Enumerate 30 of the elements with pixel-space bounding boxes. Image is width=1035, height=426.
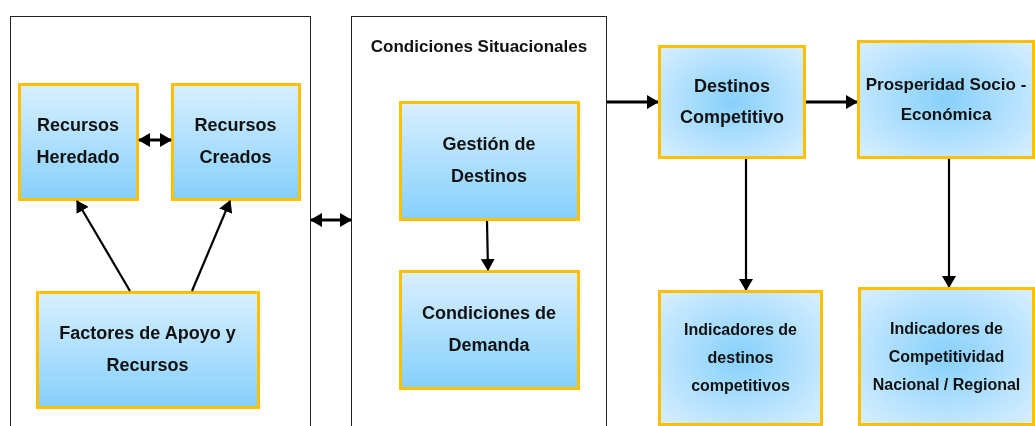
box-label: Factores de Apoyo y Recursos [58,322,237,377]
arrow [806,95,858,109]
process-box [398,100,580,221]
box-label: Indicadores de Competitividad Nacional / Regional [871,318,1022,395]
box-label: Indicadores de destinos competitivos [683,320,798,396]
double-arrow [138,133,172,147]
box-label: Recursos Creados [193,114,278,169]
arrow [739,159,753,291]
box-label: Gestión de Destinos [441,133,537,188]
process-box [398,269,580,390]
panel-heading: Condiciones Situacionales [369,37,589,57]
box-label: Prosperidad Socio - Económica [864,73,1028,126]
arrow [76,200,131,292]
arrow [480,220,495,271]
arrow [191,200,233,292]
group-box [10,16,311,426]
process-box [857,40,1035,159]
process-box [658,290,823,426]
arrow [942,159,956,288]
process-box [858,287,1035,426]
double-arrow [310,213,352,227]
group-panel [351,16,607,426]
arrow [607,95,659,109]
box-label: Destinos Competitivo [679,74,785,129]
process-box [658,45,806,159]
process-box [17,82,139,201]
box-label: Condiciones de Demanda [421,302,557,357]
box-label: Recursos Heredado [35,114,121,169]
process-box [170,82,301,201]
process-box [35,290,260,409]
